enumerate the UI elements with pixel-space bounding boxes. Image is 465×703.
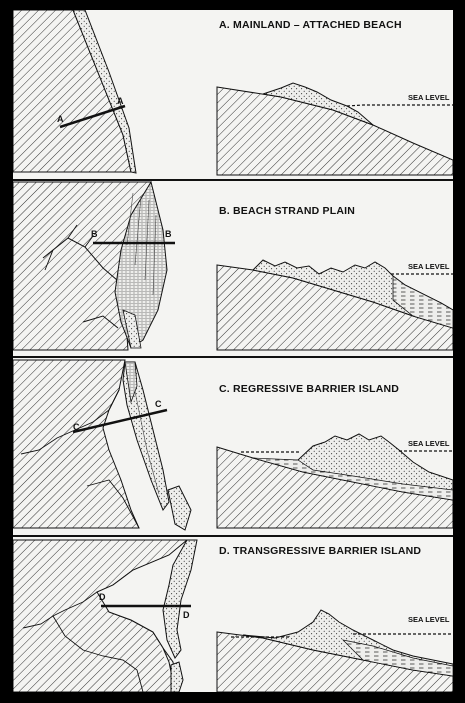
panel-b-map: B B [13, 182, 175, 350]
section-b-right: B [165, 229, 172, 239]
section-d-right: D [183, 610, 190, 620]
section-c-right: C [155, 399, 162, 409]
panel-a-map: A A [13, 10, 137, 173]
panel-a: A A SEA LEVEL A. MAINLAND – ATTACHED BEA… [13, 10, 453, 175]
panel-b-profile: SEA LEVEL [217, 260, 453, 350]
sea-level-label-c: SEA LEVEL [408, 439, 450, 448]
panel-d: D D SEA LEVEL D. TRANSGRESSIVE BARRIER I… [13, 540, 453, 692]
panel-c-title: C. REGRESSIVE BARRIER ISLAND [219, 383, 399, 395]
panel-b: B B SEA LEVEL B. BEACH STRAND PLAIN [13, 182, 453, 350]
section-c-left: C [73, 422, 80, 432]
panel-c-map: C C [13, 360, 191, 530]
panel-d-profile: SEA LEVEL [217, 610, 453, 692]
section-a-right: A [117, 96, 124, 106]
panel-c: C C SEA LEVEL C. REGRESSIVE BARRIER ISLA… [13, 360, 453, 530]
panel-d-map: D D [13, 540, 197, 692]
panel-d-title: D. TRANSGRESSIVE BARRIER ISLAND [219, 545, 421, 557]
section-b-left: B [91, 229, 98, 239]
section-d-left: D [99, 592, 106, 602]
panel-a-title: A. MAINLAND – ATTACHED BEACH [219, 19, 402, 31]
panel-c-profile: SEA LEVEL [217, 434, 453, 528]
figure-canvas: A A SEA LEVEL A. MAINLAND – ATTACHED BEA… [13, 10, 453, 692]
panel-a-profile: SEA LEVEL [217, 83, 453, 175]
panel-b-title: B. BEACH STRAND PLAIN [219, 205, 355, 217]
sea-level-line-a [347, 105, 453, 106]
sea-level-label-b: SEA LEVEL [408, 262, 450, 271]
section-a-left: A [57, 114, 64, 124]
sea-level-label-d: SEA LEVEL [408, 615, 450, 624]
barrier-island-figure: A A SEA LEVEL A. MAINLAND – ATTACHED BEA… [13, 10, 453, 692]
sea-level-label-a: SEA LEVEL [408, 93, 450, 102]
